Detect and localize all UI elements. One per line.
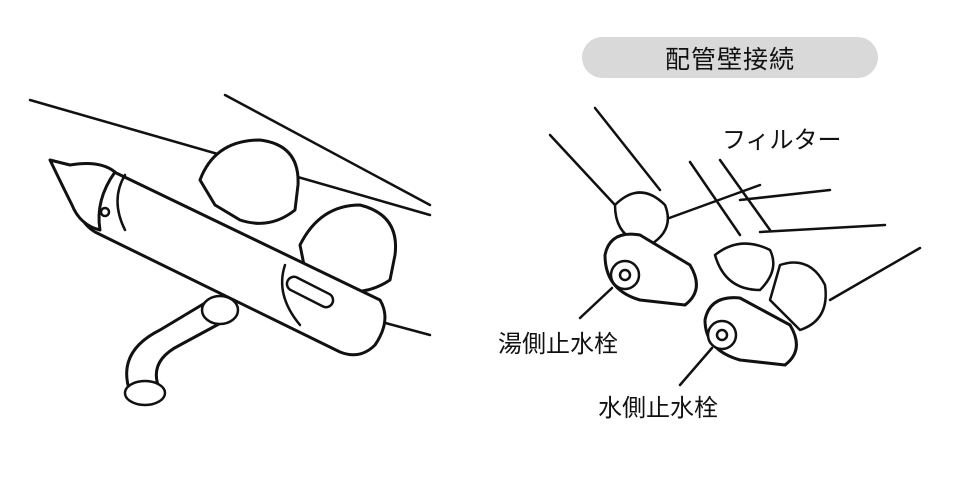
pipe-wall-connection-title: 配管壁接続 [582,37,878,78]
filter-label: フィルター [722,126,842,154]
wall-pipe-connection-illustration [548,106,922,387]
wall-mounted-faucet-illustration [28,93,432,407]
cold-water-valve-label: 水側止水栓 [598,394,718,422]
hot-water-valve-label: 湯側止水栓 [498,330,618,358]
